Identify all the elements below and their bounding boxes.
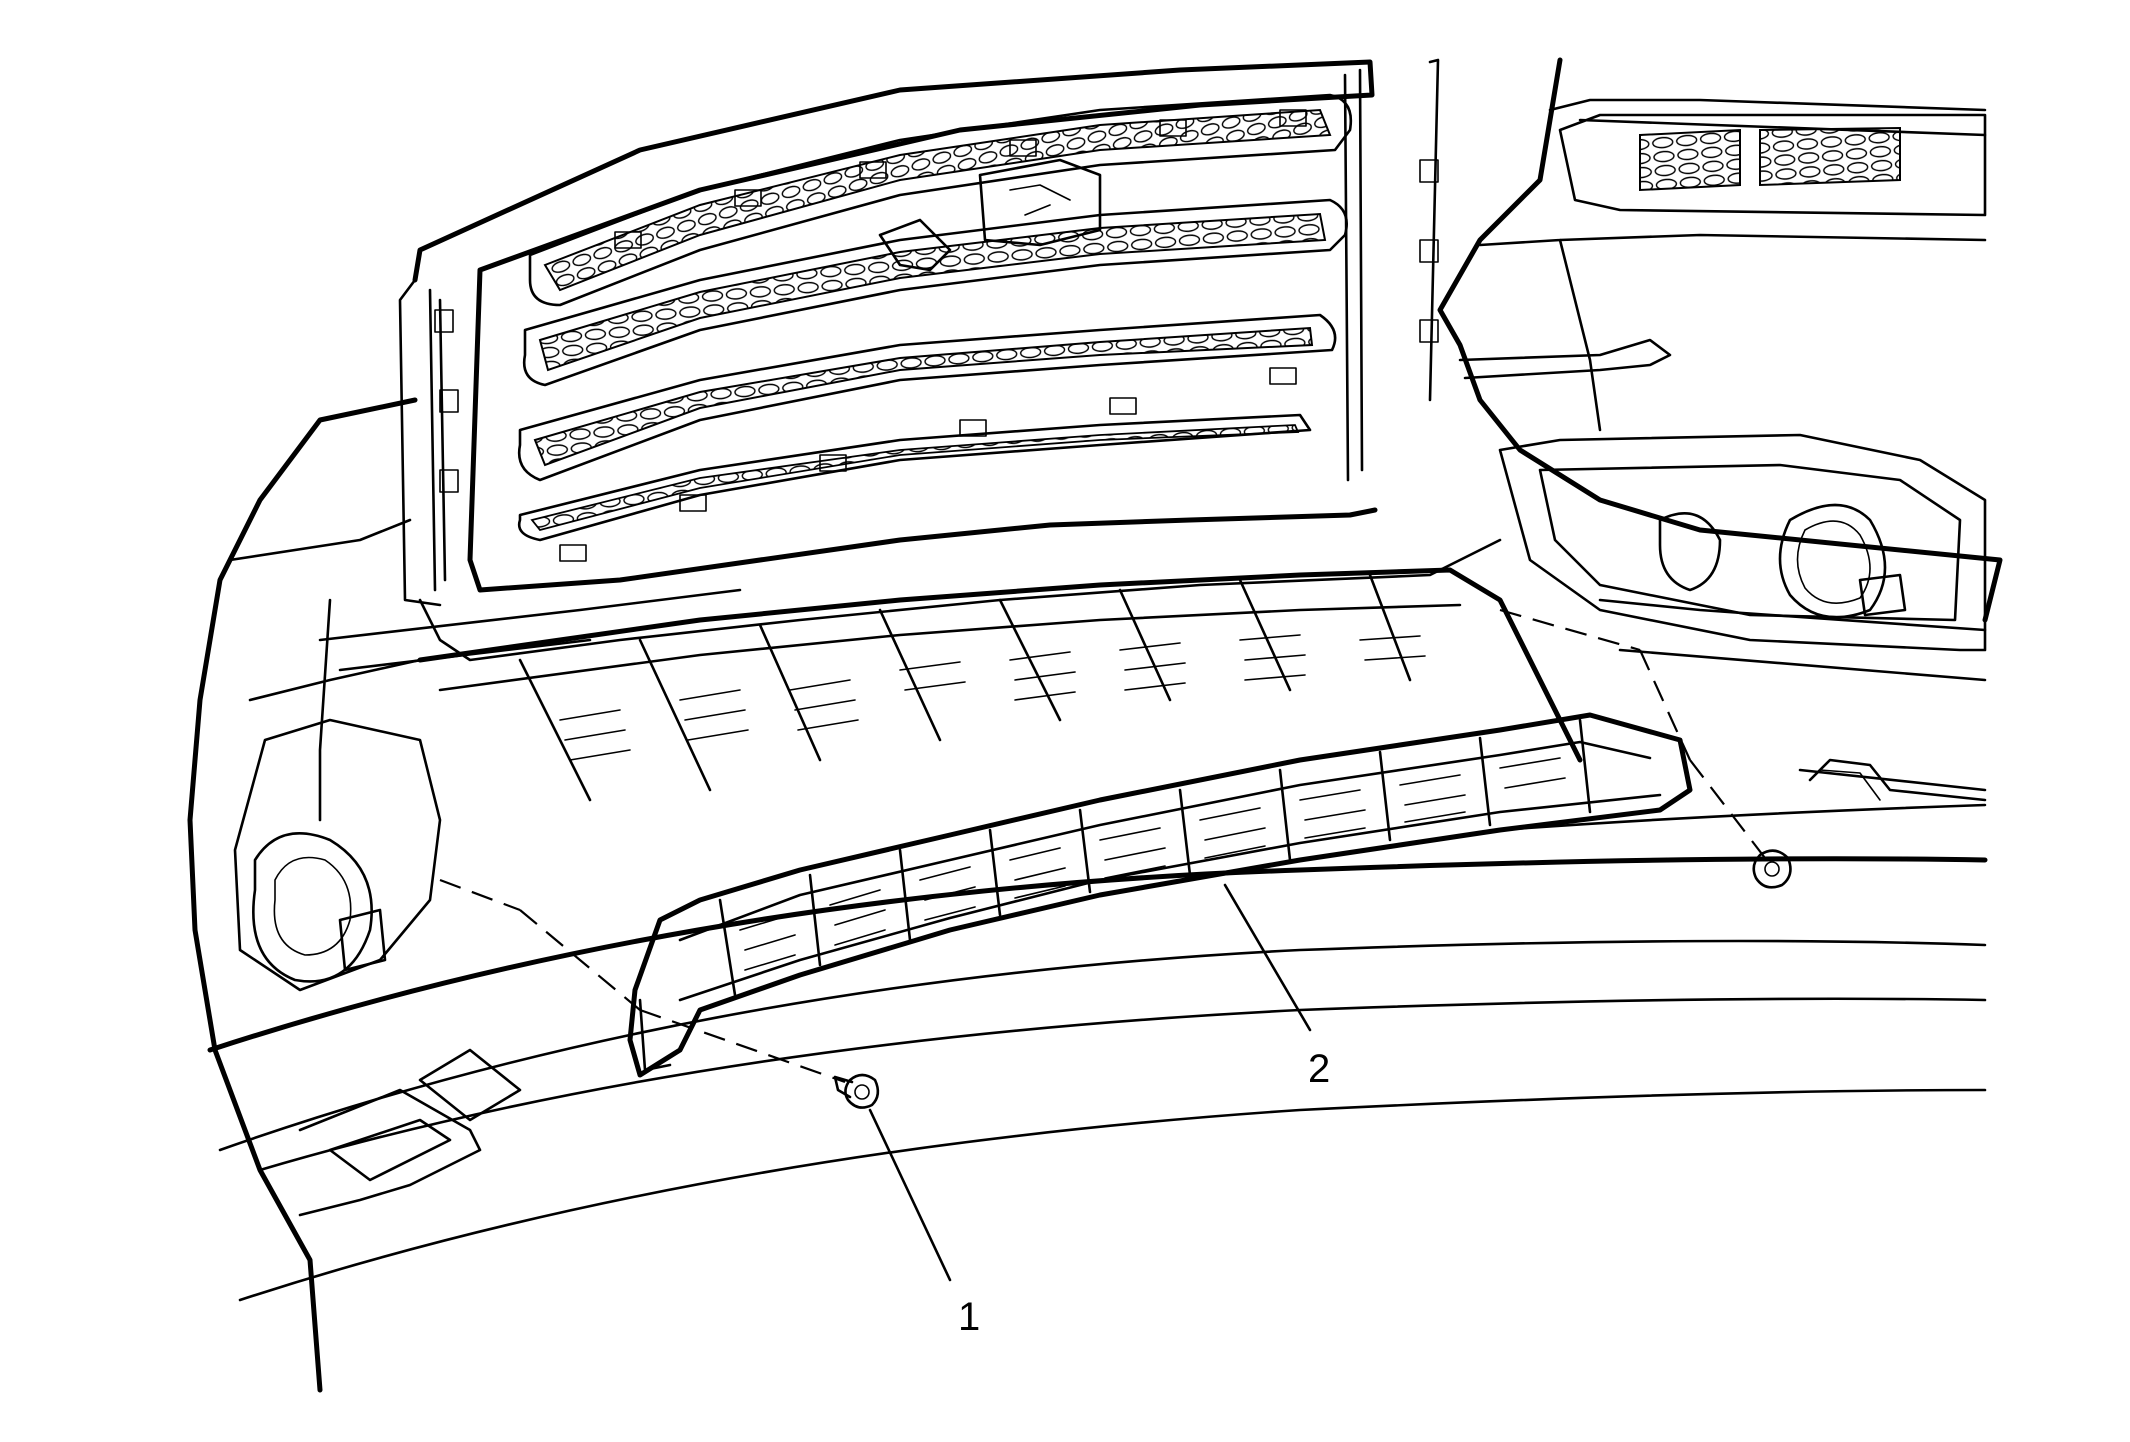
leader-line-2 <box>1223 883 1312 1032</box>
right-fog-lamp <box>1498 433 1987 652</box>
leader-line-1 <box>868 1108 952 1282</box>
assembly-lines <box>439 608 1766 1084</box>
callout-2: 2 <box>1223 883 1330 1091</box>
lower-air-deflector <box>417 567 1693 1078</box>
grille <box>398 58 1440 607</box>
fastener-left <box>833 1073 880 1109</box>
fastener-right <box>1752 849 1792 889</box>
callout-1: 1 <box>868 1108 980 1339</box>
left-fog-lamp <box>233 718 442 992</box>
bumper-fascia <box>187 57 2003 1393</box>
callout-label-2: 2 <box>1308 1047 1330 1091</box>
callout-label-1: 1 <box>958 1295 980 1339</box>
